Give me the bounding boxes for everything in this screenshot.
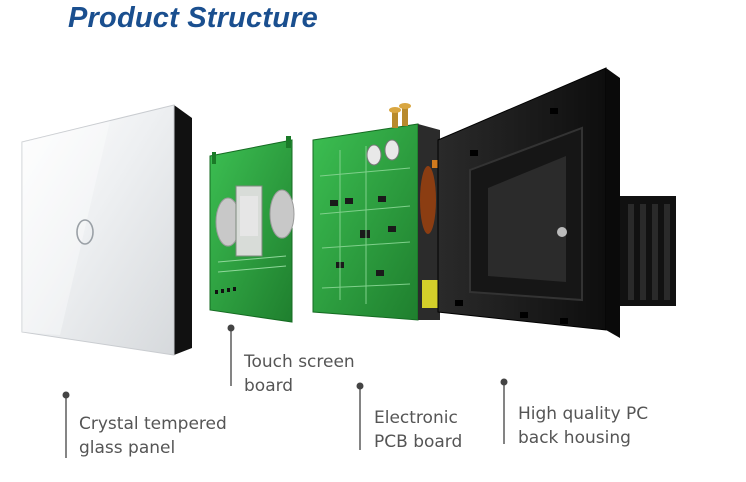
label-touch-screen-board-line2: board xyxy=(244,376,294,396)
label-back-housing: High quality PC back housing xyxy=(518,402,648,450)
label-pcb-board-line1: Electronic xyxy=(374,408,458,428)
leader-lines xyxy=(62,324,508,458)
page-title: Product Structure xyxy=(68,2,318,34)
electronic-pcb-board xyxy=(312,103,456,321)
leader-pcb-board xyxy=(356,382,364,450)
label-glass-panel-line2: glass panel xyxy=(79,438,176,458)
back-housing xyxy=(437,67,676,338)
label-glass-panel: Crystal tempered glass panel xyxy=(79,412,227,460)
glass-panel xyxy=(21,104,192,356)
leader-back-housing xyxy=(500,378,508,444)
label-back-housing-line1: High quality PC xyxy=(518,404,649,424)
leader-touch-board xyxy=(227,324,235,386)
touch-screen-board xyxy=(209,136,295,323)
label-glass-panel-line1: Crystal tempered xyxy=(79,414,227,434)
label-pcb-board-line2: PCB board xyxy=(374,432,463,452)
label-back-housing-line2: back housing xyxy=(518,428,631,448)
label-pcb-board: Electronic PCB board xyxy=(374,406,462,454)
touch-button-icon xyxy=(76,219,94,245)
leader-glass-panel xyxy=(62,391,70,458)
label-touch-screen-board: Touch screen board xyxy=(244,350,355,398)
label-touch-screen-board-line1: Touch screen xyxy=(244,352,355,372)
